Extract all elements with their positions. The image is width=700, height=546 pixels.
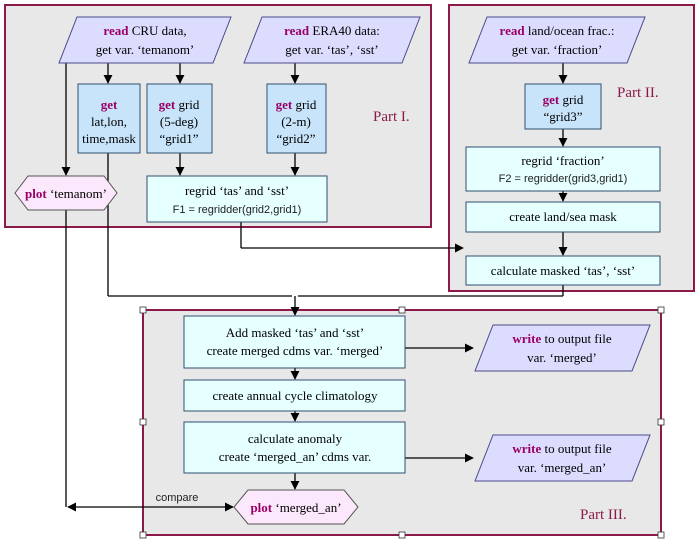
svg-text:read land/ocean frac.:: read land/ocean frac.: <box>500 23 615 38</box>
keyword-read: read <box>284 23 310 38</box>
calculate-masked-node[interactable]: calculate masked ‘tas’, ‘sst’ <box>465 255 661 286</box>
svg-text:get grid: get grid <box>159 97 200 112</box>
keyword-read: read <box>500 23 526 38</box>
node-line: create merged cdms var. ‘merged’ <box>207 343 384 358</box>
read-cru-data-node[interactable]: read CRU data, get var. ‘temanom’ <box>58 16 232 64</box>
svg-text:get grid: get grid <box>543 92 584 107</box>
write-merged-node[interactable]: write to output file var. ‘merged’ <box>474 324 651 372</box>
node-line: F1 = regridder(grid2,grid1) <box>173 204 302 216</box>
node-line: “grid2” <box>277 131 316 146</box>
keyword-get: get <box>101 97 118 112</box>
keyword-plot: plot <box>250 500 272 515</box>
create-land-sea-mask-node[interactable]: create land/sea mask <box>465 201 661 233</box>
node-line: calculate masked ‘tas’, ‘sst’ <box>491 263 635 278</box>
get-grid3-node[interactable]: get grid “grid3” <box>524 83 602 130</box>
annual-cycle-node[interactable]: create annual cycle climatology <box>183 379 406 412</box>
part-3-label: Part III. <box>580 507 627 523</box>
node-line: create land/sea mask <box>509 209 617 224</box>
node-line: create ‘merged_an’ cdms var. <box>219 449 372 464</box>
svg-text:plot ‘merged_an’: plot ‘merged_an’ <box>250 500 341 515</box>
svg-text:get grid: get grid <box>276 97 317 112</box>
regrid-fraction-node[interactable]: regrid ‘fraction’ F2 = regridder(grid3,g… <box>465 146 661 192</box>
svg-text:write to output file: write to output file <box>512 331 612 346</box>
svg-text:read ERA40 data:: read ERA40 data: <box>284 23 380 38</box>
node-line: get var. ‘fraction’ <box>512 42 603 57</box>
node-line: Add masked ‘tas’ and ‘sst’ <box>226 325 364 340</box>
keyword-get: get <box>543 92 560 107</box>
node-line: “grid1” <box>160 131 199 146</box>
keyword-get: get <box>276 97 293 112</box>
plot-temanom-node[interactable]: plot ‘temanom’ <box>14 175 118 211</box>
node-line: “grid3” <box>544 109 583 124</box>
node-line: lat,lon, <box>91 114 127 129</box>
keyword-get: get <box>159 97 176 112</box>
svg-text:read CRU data,: read CRU data, <box>103 23 186 38</box>
write-merged-an-node[interactable]: write to output file var. ‘merged_an’ <box>474 434 651 482</box>
keyword-plot: plot <box>25 186 47 201</box>
get-grid2-node[interactable]: get grid (2-m) “grid2” <box>266 83 327 154</box>
connectors <box>61 63 568 512</box>
svg-text:plot ‘temanom’: plot ‘temanom’ <box>25 186 107 201</box>
read-era40-data-node[interactable]: read ERA40 data: get var. ‘tas’, ‘sst’ <box>243 16 421 64</box>
node-line: get var. ‘tas’, ‘sst’ <box>285 42 379 57</box>
get-grid1-node[interactable]: get grid (5-deg) “grid1” <box>146 83 213 154</box>
node-line: time,mask <box>82 131 136 146</box>
node-line: var. ‘merged_an’ <box>518 460 607 475</box>
node-line: F2 = regridder(grid3,grid1) <box>499 173 628 185</box>
selection-handles[interactable] <box>139 306 665 539</box>
part-2-label: Part II. <box>617 85 659 101</box>
keyword-read: read <box>103 23 129 38</box>
regrid-tas-sst-node[interactable]: regrid ‘tas’ and ‘sst’ F1 = regridder(gr… <box>146 175 328 223</box>
keyword-write: write <box>512 331 541 346</box>
add-masked-node[interactable]: Add masked ‘tas’ and ‘sst’ create merged… <box>183 315 406 369</box>
read-land-ocean-node[interactable]: read land/ocean frac.: get var. ‘fractio… <box>468 16 646 64</box>
plot-merged-an-node[interactable]: plot ‘merged_an’ <box>233 489 359 525</box>
node-line: regrid ‘fraction’ <box>521 153 604 168</box>
node-line: get var. ‘temanom’ <box>96 42 195 57</box>
node-line: (5-deg) <box>160 114 198 129</box>
compare-label: compare <box>156 492 199 504</box>
node-line: (2-m) <box>281 114 311 129</box>
node-line: var. ‘merged’ <box>527 350 597 365</box>
get-lat-lon-node[interactable]: get lat,lon, time,mask <box>77 83 141 154</box>
node-line: regrid ‘tas’ and ‘sst’ <box>185 183 289 198</box>
keyword-write: write <box>512 441 541 456</box>
calculate-anomaly-node[interactable]: calculate anomaly create ‘merged_an’ cdm… <box>183 421 406 474</box>
part-1-label: Part I. <box>373 109 410 125</box>
node-line: calculate anomaly <box>248 431 343 446</box>
svg-text:write to output file: write to output file <box>512 441 612 456</box>
node-line: create annual cycle climatology <box>213 388 378 403</box>
